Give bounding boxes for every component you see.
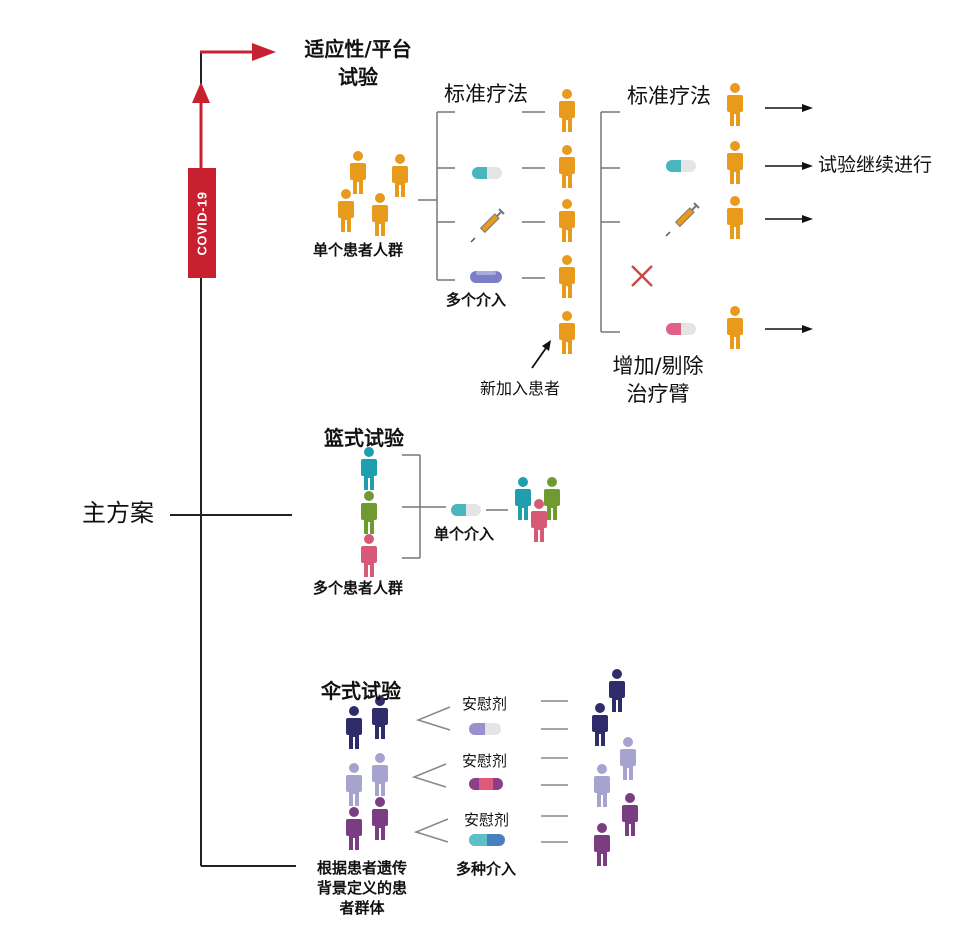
umbrella-connectors bbox=[541, 700, 568, 843]
adaptive-left-bracket bbox=[418, 111, 455, 281]
person-icon bbox=[727, 83, 743, 126]
person-icon bbox=[392, 154, 408, 197]
standard-therapy-right: 标准疗法 bbox=[627, 84, 711, 108]
add-drop-arm-line1: 增加/剔除 bbox=[612, 354, 704, 378]
standard-therapy-left: 标准疗法 bbox=[444, 82, 528, 106]
person-icon bbox=[559, 89, 575, 132]
person-icon bbox=[594, 764, 610, 807]
placebo-label-2: 安慰剂 bbox=[462, 752, 508, 770]
person-icon bbox=[727, 141, 743, 184]
basket-result-people bbox=[515, 477, 560, 542]
pill-icon bbox=[469, 834, 505, 846]
master-protocol-label: 主方案 bbox=[82, 499, 154, 527]
syringe-icon bbox=[470, 208, 505, 243]
person-icon bbox=[361, 491, 377, 534]
trial-continues-label: 试验继续进行 bbox=[818, 154, 933, 176]
adaptive-left-connectors bbox=[522, 111, 545, 279]
basket-populations bbox=[361, 447, 377, 577]
single-intervention-label: 单个介入 bbox=[434, 525, 495, 543]
syringe-icon bbox=[665, 202, 700, 237]
covid-badge: COVID-19 bbox=[188, 168, 216, 278]
pill-icon bbox=[469, 778, 503, 790]
genetic-population-line2: 背景定义的患 bbox=[316, 879, 407, 897]
covid-badge-label: COVID-19 bbox=[194, 191, 210, 255]
pill-icon bbox=[666, 160, 696, 172]
pill-icon bbox=[470, 271, 502, 283]
person-icon bbox=[361, 447, 377, 490]
new-patients-arrow bbox=[531, 340, 551, 369]
pill-icon bbox=[451, 504, 481, 516]
person-icon bbox=[559, 255, 575, 298]
multiple-interventions-umbrella-label: 多种介入 bbox=[456, 860, 517, 878]
adaptive-title-line1: 适应性/平台 bbox=[304, 37, 412, 61]
person-icon bbox=[622, 793, 638, 836]
person-icon bbox=[559, 145, 575, 188]
person-icon bbox=[372, 193, 388, 236]
basket-bracket bbox=[402, 454, 508, 559]
umbrella-populations bbox=[346, 696, 388, 850]
cross-icon bbox=[631, 265, 653, 287]
placebo-label-1: 安慰剂 bbox=[462, 695, 508, 713]
placebo-label-3: 安慰剂 bbox=[464, 811, 510, 829]
adaptive-right-people bbox=[727, 83, 743, 349]
adaptive-people-group bbox=[338, 151, 408, 236]
add-drop-arm-line2: 治疗臂 bbox=[626, 382, 690, 406]
person-icon bbox=[361, 534, 377, 577]
continue-arrows bbox=[765, 104, 813, 333]
pill-icon bbox=[469, 723, 501, 735]
umbrella-trial-title: 伞式试验 bbox=[321, 679, 401, 703]
multiple-populations-label: 多个患者人群 bbox=[313, 579, 404, 597]
person-icon bbox=[559, 199, 575, 242]
person-icon bbox=[609, 669, 625, 712]
basket-trial-title: 篮式试验 bbox=[324, 426, 404, 450]
person-icon bbox=[372, 797, 388, 840]
person-icon bbox=[346, 706, 362, 749]
person-icon bbox=[515, 477, 531, 520]
pill-icon bbox=[472, 167, 502, 179]
single-population-label: 单个患者人群 bbox=[313, 241, 404, 259]
genetic-population-line1: 根据患者遗传 bbox=[316, 859, 407, 877]
person-icon bbox=[592, 703, 608, 746]
pill-icon bbox=[666, 323, 696, 335]
person-icon bbox=[559, 311, 575, 354]
umbrella-result-people bbox=[592, 669, 638, 866]
person-icon bbox=[372, 753, 388, 796]
multiple-interventions-label: 多个介入 bbox=[446, 291, 507, 309]
person-icon bbox=[620, 737, 636, 780]
person-icon bbox=[338, 189, 354, 232]
new-patients-label: 新加入患者 bbox=[480, 379, 561, 398]
red-arrows bbox=[192, 43, 276, 168]
person-icon bbox=[346, 763, 362, 806]
umbrella-forks bbox=[411, 706, 451, 843]
adaptive-middle-people bbox=[559, 89, 575, 354]
person-icon bbox=[727, 196, 743, 239]
genetic-population-line3: 者群体 bbox=[339, 899, 385, 917]
adaptive-right-bracket bbox=[600, 111, 620, 333]
person-icon bbox=[727, 306, 743, 349]
person-icon bbox=[346, 807, 362, 850]
person-icon bbox=[594, 823, 610, 866]
person-icon bbox=[350, 151, 366, 194]
adaptive-title-line2: 试验 bbox=[338, 65, 378, 89]
